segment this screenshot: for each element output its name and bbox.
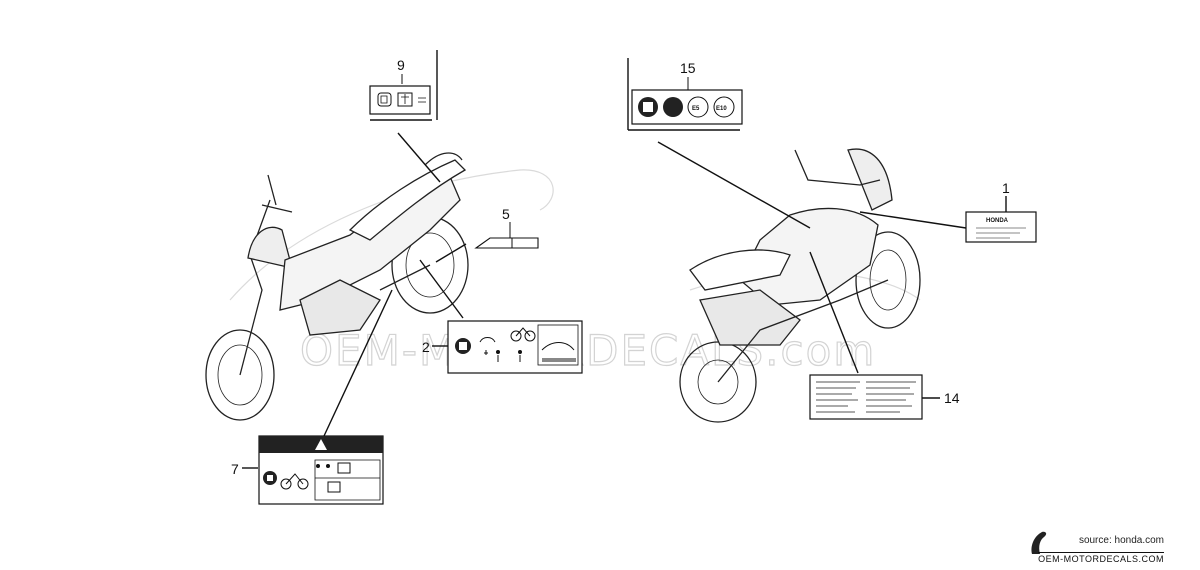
decal-14	[809, 374, 923, 420]
decal-1: HONDA	[965, 211, 1037, 243]
logo-icon	[1031, 531, 1047, 554]
source-credit: source: honda.com	[1078, 535, 1164, 546]
windscreen	[847, 148, 893, 211]
decal-7	[258, 435, 384, 505]
decal-15: E5 E10	[631, 89, 743, 125]
front-fork	[239, 199, 271, 376]
manual-icon	[377, 92, 392, 107]
callout-2: 2	[422, 339, 430, 355]
decal-5	[474, 237, 539, 249]
callout-15: 15	[680, 60, 696, 76]
equals-icon	[418, 97, 426, 103]
passenger-icon	[326, 464, 330, 468]
seat	[689, 249, 791, 291]
rider-icon	[496, 350, 500, 354]
e10-label: E10	[716, 106, 727, 112]
motorcycle-right-view	[679, 148, 921, 423]
mirror-handlebar	[794, 149, 881, 186]
front-wheel	[205, 329, 275, 421]
warning-triangle-icon	[315, 439, 327, 450]
motorcycle-left-view	[205, 152, 469, 421]
decal-2	[447, 320, 583, 374]
swingarm	[379, 264, 431, 291]
windscreen	[247, 226, 293, 269]
luggage-icon	[337, 462, 351, 474]
engine	[699, 289, 801, 346]
decal-9	[369, 85, 431, 115]
callout-5: 5	[502, 206, 510, 222]
callout-7: 7	[231, 461, 239, 477]
luggage-icon-2	[327, 481, 341, 493]
rider-icon	[316, 464, 320, 468]
seat	[348, 159, 467, 241]
e10-badge	[713, 96, 735, 118]
honda-brand-text: HONDA	[986, 218, 1009, 224]
callout-1: 1	[1002, 180, 1010, 196]
callout-9: 9	[397, 57, 405, 73]
motorcycle-icon	[280, 478, 292, 490]
passenger-icon	[518, 350, 522, 354]
e5-badge	[687, 96, 709, 118]
helmet-icon	[479, 337, 496, 355]
motorcycle-icon	[510, 330, 522, 342]
fuel-icon	[663, 97, 683, 117]
callout-14: 14	[944, 390, 960, 406]
luggage-icon	[397, 92, 413, 107]
engine	[299, 279, 381, 336]
e5-label: E5	[692, 106, 700, 112]
leader-lines	[242, 50, 1007, 469]
site-credit: OEM-MOTORDECALS.COM	[1038, 552, 1164, 564]
frame	[717, 279, 889, 383]
front-wheel	[855, 231, 921, 329]
mirror-handlebar	[261, 174, 293, 213]
